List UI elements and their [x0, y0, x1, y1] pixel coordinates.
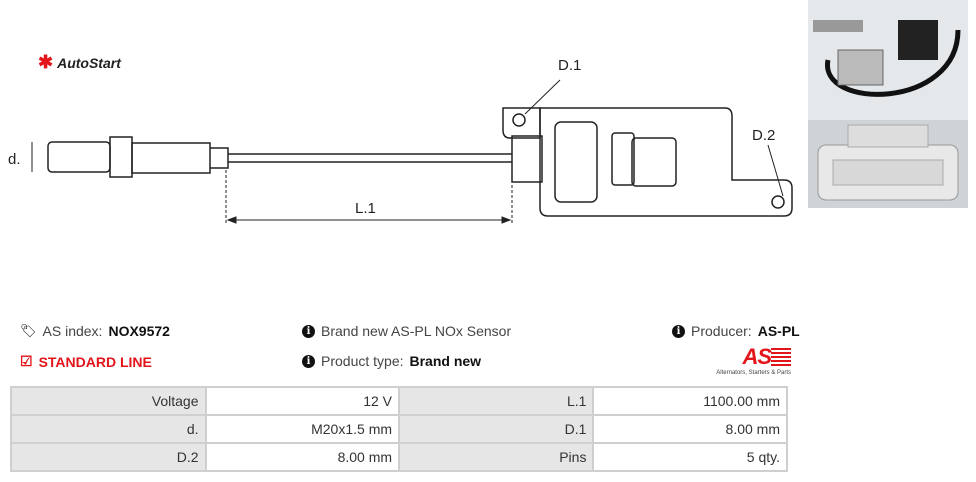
table-row: Voltage 12 V L.1 1100.00 mm: [10, 386, 788, 416]
producer-logo: AS Alternators, Starters & Parts: [715, 346, 791, 376]
spec-label: Pins: [398, 442, 595, 472]
specs-table: Voltage 12 V L.1 1100.00 mm d. M20x1.5 m…: [10, 386, 788, 472]
info-icon: i: [302, 324, 315, 338]
spec-value: 8.00 mm: [204, 442, 401, 472]
checkbox-icon: ☑: [20, 353, 33, 369]
info-icon: i: [302, 354, 315, 368]
technical-drawing: d. L.1 D.1 D.2: [8, 57, 793, 225]
as-index: 🏷 AS index: NOX9572: [20, 323, 170, 339]
product-type: i Product type: Brand new: [302, 353, 481, 369]
product-type-label: Product type:: [321, 353, 404, 369]
brand-logo: ✱ AutoStart: [38, 52, 121, 73]
line-label: STANDARD LINE: [38, 353, 152, 370]
spec-label: Voltage: [10, 386, 207, 416]
description: i Brand new AS-PL NOx Sensor: [302, 323, 511, 339]
spec-label: D.1: [398, 414, 595, 444]
spec-label: D.2: [10, 442, 207, 472]
description-text: Brand new AS-PL NOx Sensor: [321, 323, 512, 339]
product-type-value: Brand new: [409, 353, 482, 369]
spec-value: 1100.00 mm: [592, 386, 788, 416]
connector-photo[interactable]: [808, 120, 968, 208]
standard-line-badge: ☑ STANDARD LINE: [20, 353, 152, 370]
producer-label: Producer:: [691, 323, 752, 339]
label-d1: D.1: [558, 57, 581, 74]
spec-label: d.: [10, 414, 207, 444]
logo-icon: ✱: [38, 52, 54, 72]
spec-value: 8.00 mm: [592, 414, 788, 444]
producer-value: AS-PL: [757, 323, 800, 339]
spec-label: L.1: [398, 386, 595, 416]
spec-value: M20x1.5 mm: [204, 414, 401, 444]
as-index-label: AS index:: [42, 323, 103, 339]
spec-value: 12 V: [204, 386, 401, 416]
brand-name: AutoStart: [57, 54, 121, 71]
product-photo[interactable]: [808, 0, 968, 126]
label-l1: L.1: [355, 200, 376, 217]
producer: i Producer: AS-PL: [672, 323, 800, 339]
table-row: d. M20x1.5 mm D.1 8.00 mm: [10, 414, 788, 444]
producer-logo-text: AS: [715, 346, 791, 368]
producer-tagline: Alternators, Starters & Parts: [716, 370, 791, 376]
table-row: D.2 8.00 mm Pins 5 qty.: [10, 442, 788, 472]
label-d2: D.2: [752, 127, 775, 144]
info-icon: i: [672, 324, 685, 338]
spec-value: 5 qty.: [592, 442, 788, 472]
tags-icon: 🏷: [20, 323, 37, 338]
label-d: d.: [8, 151, 21, 168]
as-index-value: NOX9572: [108, 323, 170, 339]
